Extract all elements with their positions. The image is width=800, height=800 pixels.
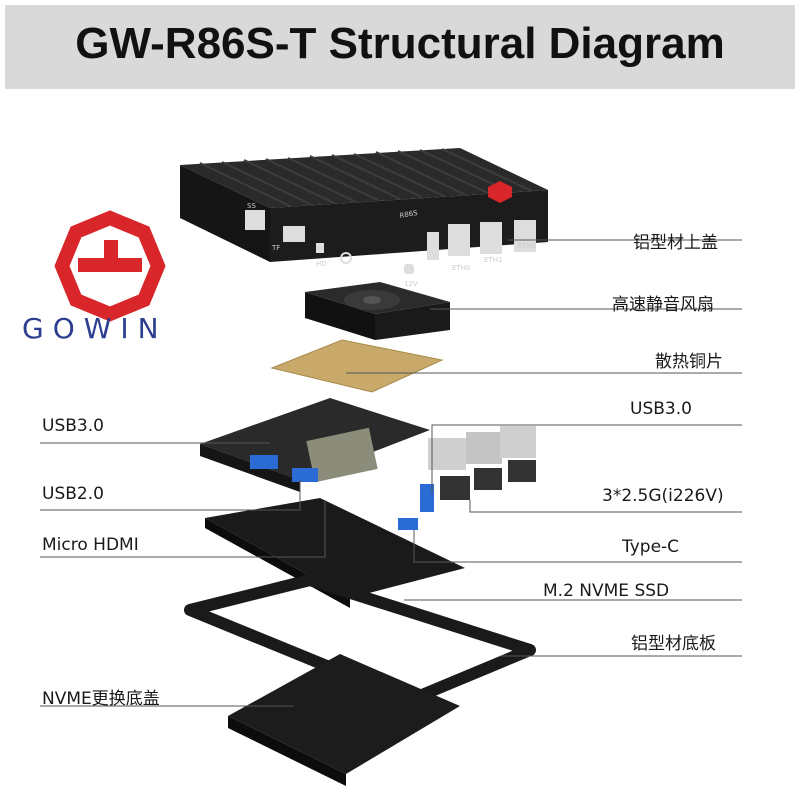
logo-text: GOWIN xyxy=(22,312,168,345)
label-ssd: M.2 NVME SSD xyxy=(543,581,670,601)
label-ethernet: 3*2.5G(i226V) xyxy=(602,486,724,506)
case-tf-text: TF xyxy=(271,244,280,252)
case-hd-text: HD xyxy=(316,260,327,268)
label-top-cover: 铝型材上盖 xyxy=(633,233,718,253)
label-heatsink: 散热铜片 xyxy=(655,352,723,372)
page-title: GW-R86S-T Structural Diagram xyxy=(75,19,725,68)
label-usb20: USB2.0 xyxy=(42,484,104,504)
copper-heatsink-part xyxy=(270,339,444,393)
label-fan: 高速静音风扇 xyxy=(612,295,714,315)
label-typec: Type-C xyxy=(622,537,680,557)
case-eth1-text: ETH1 xyxy=(484,256,502,264)
label-usb30-left: USB3.0 xyxy=(42,416,104,436)
case-12v-text: 12V xyxy=(404,280,418,288)
case-eth0-text: ETH0 xyxy=(452,264,470,272)
top-cover-part xyxy=(180,148,548,274)
fan-part xyxy=(305,282,450,340)
label-usb30-right: USB3.0 xyxy=(630,399,692,419)
title-bar: GW-R86S-T Structural Diagram xyxy=(5,5,795,89)
case-ss-text: SS xyxy=(247,202,256,210)
case-eth2-text: ETH2 xyxy=(518,242,536,250)
label-bottom-plate: 铝型材底板 xyxy=(631,634,716,654)
nvme-cover-part xyxy=(228,654,460,786)
case-brand-text: R86S xyxy=(399,209,419,220)
gowin-logo-icon xyxy=(54,210,166,322)
pcb-part xyxy=(200,398,536,530)
label-nvme-cover: NVME更换底盖 xyxy=(42,689,160,709)
label-micro-hdmi: Micro HDMI xyxy=(42,535,139,555)
